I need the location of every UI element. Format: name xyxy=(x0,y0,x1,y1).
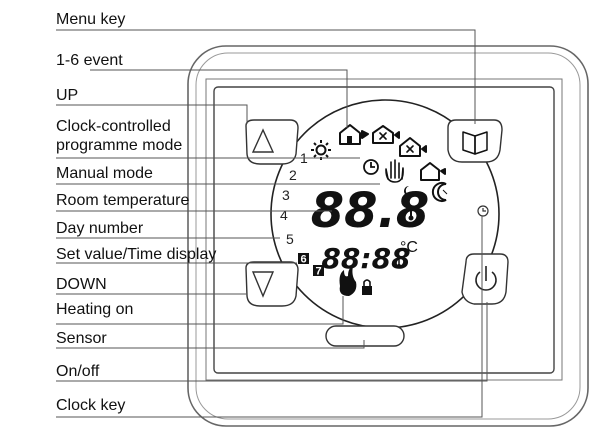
day-box-7: 7 xyxy=(313,265,324,278)
small-thermometer-icon xyxy=(397,258,401,268)
label-sensor: Sensor xyxy=(56,330,107,347)
house-arrow-icon xyxy=(339,124,369,145)
label-heating-on: Heating on xyxy=(56,301,133,318)
label-set-value: Set value/Time display xyxy=(56,246,216,263)
up-triangle-icon xyxy=(251,128,275,153)
sensor-slot xyxy=(325,325,405,347)
event-number-2: 2 xyxy=(289,167,297,183)
up-button[interactable] xyxy=(245,119,299,165)
hand-icon xyxy=(385,159,404,183)
moon-small-icon xyxy=(404,186,412,197)
day-box-6: 6 xyxy=(298,253,309,266)
svg-text:6: 6 xyxy=(300,254,306,266)
leader-lines xyxy=(56,29,488,418)
temp-unit-label: °C xyxy=(400,239,418,256)
heating-on-icon xyxy=(339,266,357,296)
label-on-off: On/off xyxy=(56,363,100,380)
label-room-temperature: Room temperature xyxy=(56,192,189,209)
label-down: DOWN xyxy=(56,276,107,293)
label-clock-programme-2: programme mode xyxy=(56,137,182,154)
time-digits: 88:88 xyxy=(321,242,410,275)
label-manual-mode: Manual mode xyxy=(56,165,153,182)
book-icon xyxy=(462,131,488,155)
lock-icon xyxy=(362,279,372,295)
menu-key-button[interactable] xyxy=(447,119,503,163)
on-off-button[interactable] xyxy=(461,253,509,305)
label-day-number: Day number xyxy=(56,220,144,237)
thermometer-icon xyxy=(408,206,414,221)
house-return-icon xyxy=(399,137,427,157)
down-triangle-icon xyxy=(251,271,275,298)
label-up: UP xyxy=(56,87,78,104)
clock-key-icon[interactable] xyxy=(477,205,489,217)
event-number-4: 4 xyxy=(280,207,288,223)
moon-icon xyxy=(431,182,448,202)
down-button[interactable] xyxy=(245,261,299,307)
clock-icon xyxy=(363,159,379,175)
svg-text:7: 7 xyxy=(315,266,321,278)
label-event: 1-6 event xyxy=(56,52,123,69)
house-small-icon xyxy=(420,162,446,181)
house-away-icon xyxy=(372,125,400,144)
label-clock-key: Clock key xyxy=(56,397,125,414)
label-clock-programme-1: Clock-controlled xyxy=(56,118,171,135)
event-number-3: 3 xyxy=(282,187,290,203)
label-menu-key: Menu key xyxy=(56,11,125,28)
power-icon xyxy=(475,266,497,291)
event-number-5: 5 xyxy=(286,231,294,247)
